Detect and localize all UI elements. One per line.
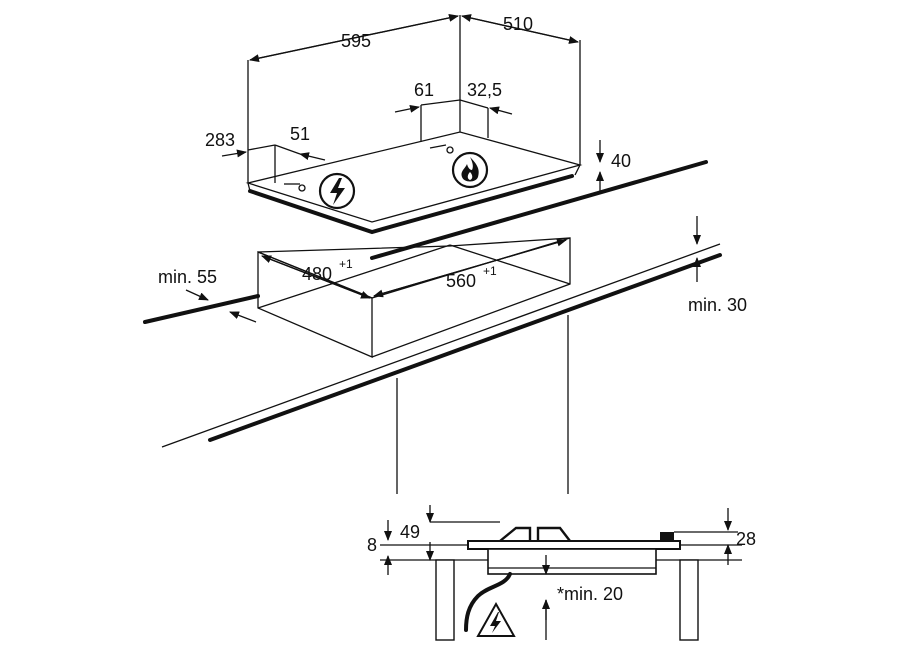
dim-offset-61: 61	[414, 80, 434, 100]
dim-offset-32-5: 32,5	[467, 80, 502, 100]
worktop	[143, 160, 722, 494]
dim-min-30: min. 30	[688, 295, 747, 315]
dim-section-8: 8	[367, 535, 377, 555]
dim-cutout-480-tolerance: +1	[339, 257, 353, 271]
dim-depth-510: 510	[503, 14, 533, 34]
dim-cutout-560-tolerance: +1	[483, 264, 497, 278]
dim-section-28: 28	[736, 529, 756, 549]
gas-flame-icon	[451, 151, 489, 189]
hob-edge	[248, 174, 574, 235]
electric-warning-icon	[318, 172, 356, 210]
top-dimensions	[221, 13, 604, 192]
dim-width-595: 595	[341, 31, 371, 51]
high-voltage-warning-icon	[476, 601, 516, 637]
dim-offset-283: 283	[205, 130, 235, 150]
dim-cutout-480: 480	[302, 264, 332, 284]
dim-min-55: min. 55	[158, 267, 217, 287]
hob	[245, 131, 583, 235]
dim-section-min-20: *min. 20	[557, 584, 623, 604]
dim-cutout-560: 560	[446, 271, 476, 291]
dim-offset-51: 51	[290, 124, 310, 144]
section-view	[380, 505, 742, 641]
dim-section-49: 49	[400, 522, 420, 542]
dim-height-40: 40	[611, 151, 631, 171]
cutout	[185, 216, 701, 358]
